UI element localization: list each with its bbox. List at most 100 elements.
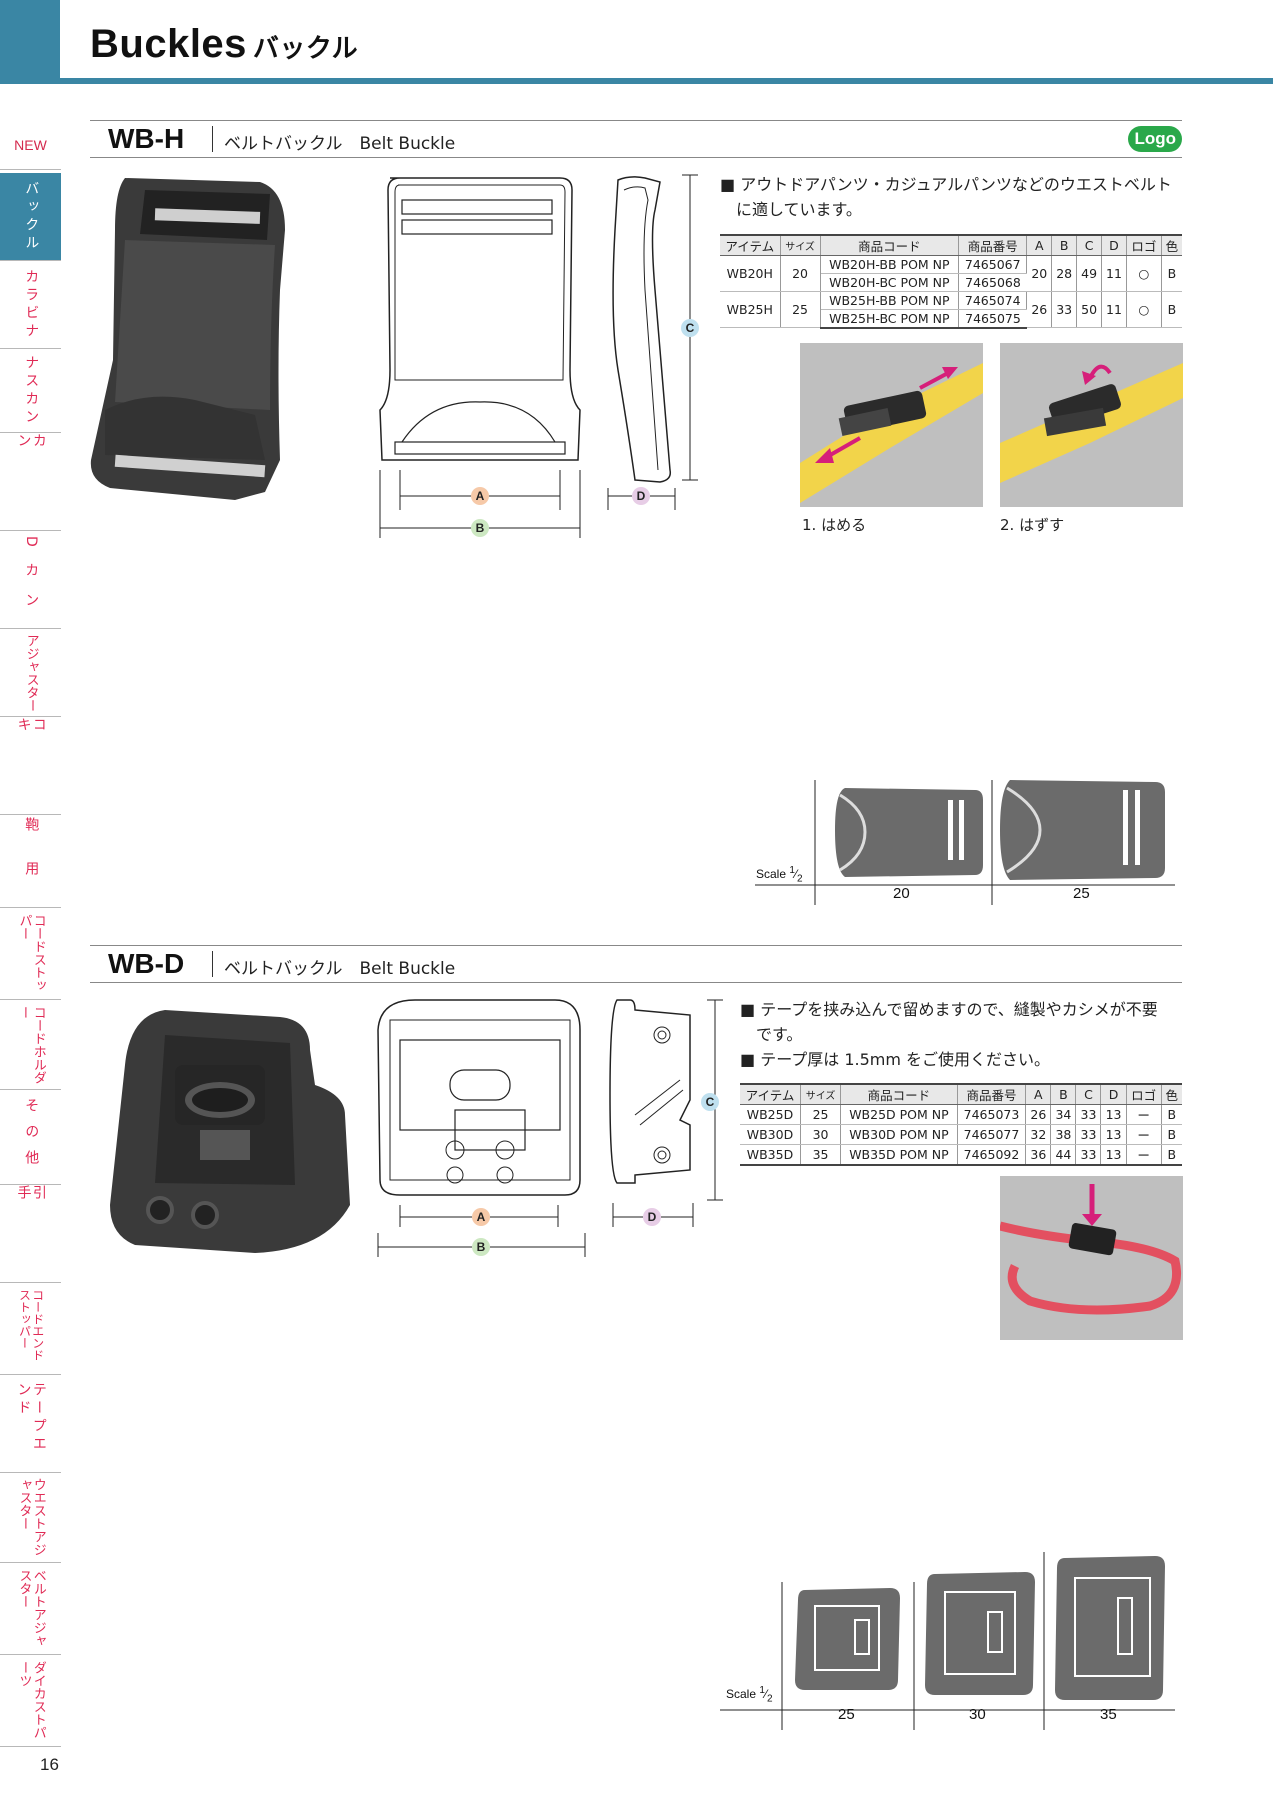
sidebar-item-cord-holder[interactable]: コードホルダー (0, 1000, 61, 1090)
cell-b: 44 (1050, 1144, 1077, 1166)
sidebar-item-carabiner[interactable]: カラビナ (0, 261, 61, 349)
col-b: B (1050, 1083, 1077, 1105)
page-title-jp: バックル (252, 34, 359, 64)
scale-size-25: 25 (838, 1706, 855, 1723)
photo-detach (1000, 343, 1183, 507)
cell-d: 11 (1101, 291, 1127, 328)
wbh-side-diagram: C D (607, 174, 699, 510)
cell-logo: ー (1126, 1124, 1162, 1145)
cell-b: 33 (1051, 291, 1078, 328)
header-divider (212, 951, 213, 977)
cell-a: 32 (1025, 1124, 1052, 1145)
wbd-front-diagram: A B (377, 999, 586, 1257)
sidebar-item-cord-stopper[interactable]: コードストッパー (0, 908, 61, 1000)
cell-b: 28 (1051, 255, 1078, 292)
description-line: に適しています。 (720, 200, 862, 219)
header-tab (0, 0, 60, 84)
cell-color: B (1161, 1144, 1182, 1166)
wbd-product-photo (110, 1010, 350, 1253)
cell-logo: ○ (1126, 291, 1162, 328)
photo-attach (800, 343, 983, 507)
section-header-wbd: WB-D ベルトバックル Belt Buckle (90, 945, 1182, 983)
cell-item: WB25D (740, 1104, 801, 1125)
sidebar-item-nasukan[interactable]: ナスカン (0, 349, 61, 433)
sidebar-item-diecast[interactable]: ダイカストパーツ (0, 1655, 61, 1747)
scale-label: Scale 1⁄2 (726, 1685, 773, 1705)
col-code: 商品コード (820, 234, 960, 256)
col-size: サイズ (800, 1083, 842, 1105)
dim-c-label: C (706, 1095, 715, 1109)
cell-number: 7465067 (958, 255, 1028, 274)
cell-size: 30 (800, 1124, 842, 1145)
model-name: WB-H (108, 123, 185, 154)
cell-size: 25 (780, 291, 821, 328)
cell-a: 36 (1025, 1144, 1052, 1166)
table-row: WB20H 20 WB20H-BB POM NP 7465067 20 28 4… (720, 255, 1182, 292)
col-c: C (1075, 1083, 1102, 1105)
col-c: C (1076, 234, 1103, 256)
sidebar-item-cord-end[interactable]: コードエンドストッパー (0, 1283, 61, 1375)
cell-code: WB25H-BB POM NP (820, 291, 960, 310)
sidebar-item-pull[interactable]: 引手 (0, 1185, 61, 1283)
table-row: WB25H 25 WB25H-BB POM NP 7465074 26 33 5… (720, 291, 1182, 328)
description-line: ■ テープ厚は 1.5mm をご使用ください。 (740, 1050, 1051, 1069)
description-line: ■ アウトドアパンツ・カジュアルパンツなどのウエストベルト (720, 175, 1172, 194)
sidebar-item-waist-adjuster[interactable]: ウエストアジャスター (0, 1473, 61, 1563)
cell-c: 33 (1075, 1104, 1102, 1125)
model-subtitle: ベルトバックル Belt Buckle (224, 134, 456, 154)
col-item: アイテム (740, 1083, 801, 1105)
wbh-spec-table: アイテム サイズ 商品コード 商品番号 A B C D ロゴ 色 WB20H 2… (720, 234, 1182, 329)
wbd-scale-illustration (720, 1552, 1175, 1730)
wbd-description: ■ テープを挟み込んで留めますので、縫製やカシメが不要 です。 ■ テープ厚は … (740, 997, 1158, 1072)
table-row: WB35D 35 WB35D POM NP 7465092 36 44 33 1… (740, 1144, 1182, 1166)
sidebar-item-tape-end[interactable]: テープエンド (0, 1375, 61, 1473)
col-color: 色 (1161, 1083, 1182, 1105)
table-header-row: アイテム サイズ 商品コード 商品番号 A B C D ロゴ 色 (740, 1083, 1182, 1105)
sidebar-item-other[interactable]: その他 (0, 1090, 61, 1185)
col-number: 商品番号 (958, 234, 1028, 256)
scale-label: Scale 1⁄2 (756, 865, 803, 885)
sidebar-item-adjuster[interactable]: アジャスター (0, 629, 61, 717)
cell-code: WB25H-BC POM NP (820, 309, 960, 329)
sidebar-item-dkan[interactable]: Dカン (0, 531, 61, 629)
sidebar-item-kan[interactable]: カン (0, 433, 61, 531)
cell-item: WB20H (720, 255, 781, 292)
dim-d-label: D (648, 1210, 657, 1224)
col-code: 商品コード (840, 1083, 958, 1105)
cell-color: B (1161, 1104, 1182, 1125)
cell-number: 7465092 (957, 1144, 1027, 1166)
header-bar (60, 78, 1273, 84)
cell-color: B (1161, 255, 1182, 292)
cell-logo: ー (1126, 1104, 1162, 1125)
sidebar-item-buckles[interactable]: バックル (0, 173, 61, 261)
cell-size: 35 (800, 1144, 842, 1166)
sidebar-item-koki[interactable]: コキ (0, 717, 61, 815)
cell-a: 26 (1026, 291, 1053, 328)
cell-d: 13 (1100, 1124, 1127, 1145)
cell-number: 7465077 (957, 1124, 1027, 1145)
cell-number: 7465068 (958, 273, 1027, 292)
col-item: アイテム (720, 234, 781, 256)
cell-size: 25 (800, 1104, 842, 1125)
cell-item: WB25H (720, 291, 781, 328)
sidebar-item-bag[interactable]: 鞄用 (0, 815, 61, 908)
col-a: A (1025, 1083, 1052, 1105)
wbh-scale-illustration (755, 780, 1175, 905)
sidebar-item-belt-adjuster[interactable]: ベルトアジャスター (0, 1563, 61, 1655)
cell-item: WB30D (740, 1124, 801, 1145)
wbh-description: ■ アウトドアパンツ・カジュアルパンツなどのウエストベルト に適しています。 (720, 172, 1172, 222)
sidebar-item-new[interactable]: NEW (0, 120, 61, 170)
dim-c-label: C (686, 321, 695, 335)
photo-caption-attach: 1. はめる (802, 516, 867, 534)
table-header-row: アイテム サイズ 商品コード 商品番号 A B C D ロゴ 色 (720, 234, 1182, 256)
cell-b: 34 (1050, 1104, 1077, 1125)
dim-a-label: A (476, 489, 485, 503)
cell-code: WB25D POM NP (840, 1104, 958, 1125)
cell-number: 7465073 (957, 1104, 1027, 1125)
cell-size: 20 (780, 255, 821, 292)
cell-b: 38 (1050, 1124, 1077, 1145)
col-a: A (1026, 234, 1053, 256)
cell-c: 33 (1075, 1144, 1102, 1166)
description-line: です。 (740, 1025, 803, 1044)
